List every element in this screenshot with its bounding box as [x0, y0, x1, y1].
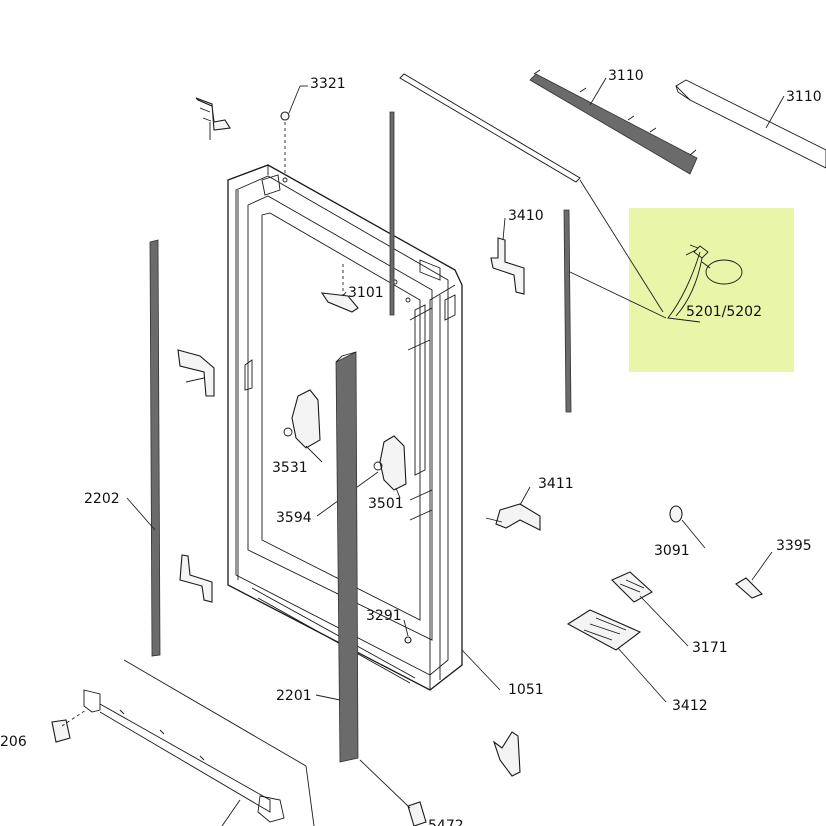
label-3321: 3321 [310, 76, 346, 92]
hinge-bracket-bottom-right[interactable] [492, 731, 521, 777]
vertical-rod-3101-side[interactable] [389, 111, 395, 316]
part-3171-hardware-bag[interactable] [611, 571, 689, 647]
part-3395-plate[interactable] [735, 551, 773, 599]
part-3411-bracket[interactable] [485, 486, 541, 531]
part-3291-screw[interactable] [403, 619, 412, 644]
leader-2201 [315, 694, 341, 701]
label-3594: 3594 [276, 510, 312, 526]
label-3395: 3395 [776, 538, 812, 554]
label-2201: 2201 [276, 688, 312, 704]
part-3410-bracket[interactable] [490, 217, 525, 295]
part-5201-5202-wire-clip[interactable] [667, 244, 743, 323]
label-3110-right: 3110 [786, 89, 822, 105]
label-2202: 2202 [84, 491, 120, 507]
label-3171: 3171 [692, 640, 728, 656]
hinge-bracket-top-left[interactable] [195, 97, 231, 140]
long-seal-strip-top[interactable] [399, 73, 664, 313]
hinge-bracket-left-mid[interactable] [177, 349, 215, 397]
part-2201-gasket-strip[interactable] [335, 351, 359, 763]
part-3091-roller[interactable] [669, 505, 706, 549]
part-3531-hinge[interactable] [283, 389, 323, 463]
label-3110-left: 3110 [608, 68, 644, 84]
label-3091: 3091 [654, 543, 690, 559]
part-206-end-cap[interactable] [51, 709, 87, 743]
part-5472-screw[interactable] [359, 759, 427, 826]
part-3501-hinge[interactable] [373, 435, 407, 499]
bottom-rail-assembly[interactable] [83, 659, 315, 826]
label-3412: 3412 [672, 698, 708, 714]
hinge-bracket-left-low[interactable] [179, 554, 213, 603]
part-3110-gasket-rail-right[interactable] [675, 79, 826, 169]
label-3411: 3411 [538, 476, 574, 492]
vertical-rod-right[interactable] [563, 209, 667, 413]
label-206: 206 [0, 734, 27, 750]
part-3110-gasket-rail-left[interactable] [529, 69, 698, 175]
part-2202-gasket-strip[interactable] [126, 239, 161, 657]
highlight-box-5201-5202[interactable] [629, 208, 794, 372]
leader-1051 [461, 649, 501, 691]
label-1051: 1051 [508, 682, 544, 698]
label-3291: 3291 [366, 608, 402, 624]
label-5472: 5472 [428, 818, 464, 826]
label-5201-5202: 5201/5202 [686, 304, 762, 320]
label-3101: 3101 [348, 285, 384, 301]
door-frame-1051[interactable] [227, 164, 463, 691]
label-3410: 3410 [508, 208, 544, 224]
part-3412-hardware-bag[interactable] [566, 609, 667, 703]
label-3531: 3531 [272, 460, 308, 476]
part-3321-screw[interactable] [280, 85, 308, 175]
part-3101-bracket[interactable] [320, 264, 359, 313]
label-3501: 3501 [368, 496, 404, 512]
